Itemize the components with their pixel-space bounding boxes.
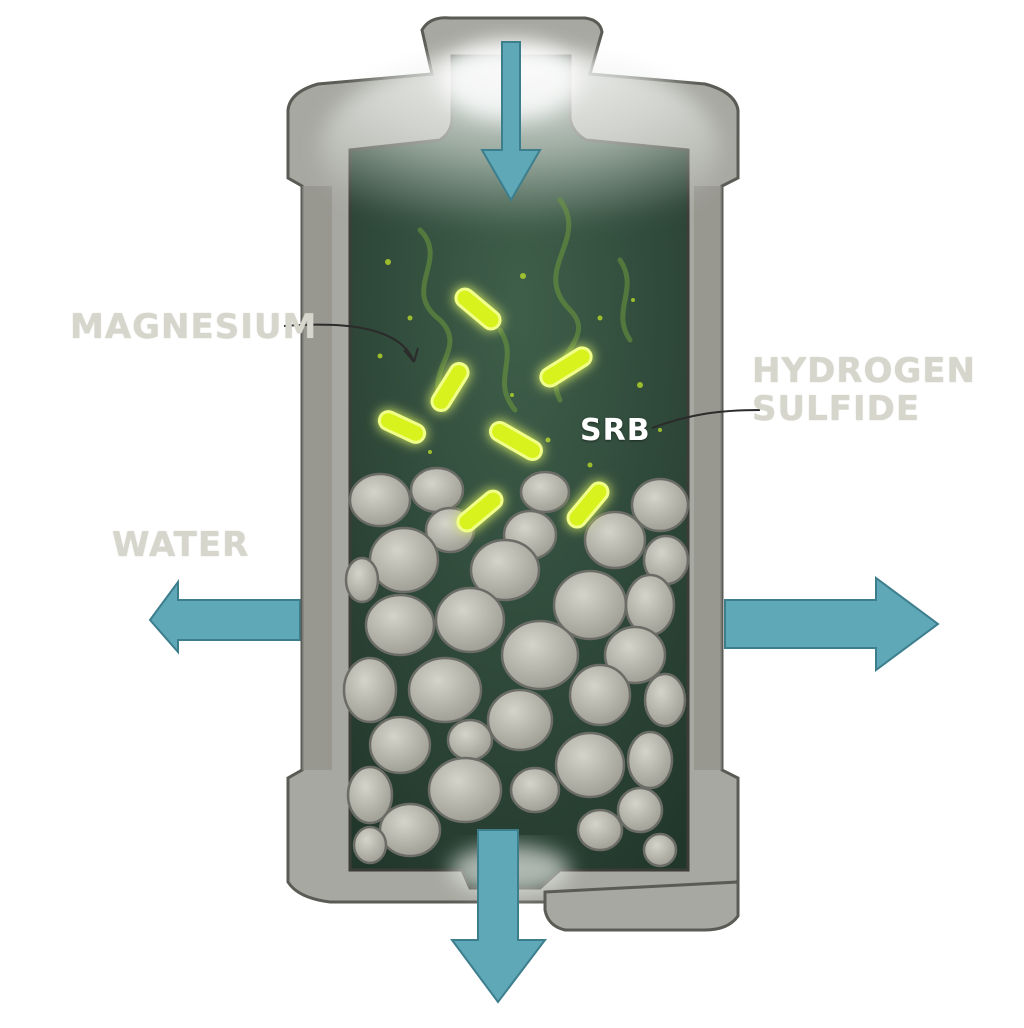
label-hydrogen-sulfide: HYDROGEN SULFIDE: [752, 351, 976, 430]
pebble-icon: [348, 472, 412, 528]
label-water: WATER: [112, 525, 250, 565]
water-arrow-right-icon: [724, 576, 940, 672]
outlet-arrow-down-icon: [450, 829, 548, 1004]
hydrogen-sulfide-leader-line: [651, 409, 761, 429]
magnesium-leader-line: [283, 323, 415, 363]
bacterium-icon: [454, 287, 502, 331]
inlet-arrow-down-icon: [480, 41, 542, 202]
pebble-bed: [342, 466, 690, 868]
sulfate-reducing-bacteria: [377, 287, 610, 533]
water-arrow-left-icon: [148, 578, 301, 655]
bacteria-specks: [377, 259, 662, 468]
label-srb: SRB: [580, 413, 651, 448]
label-magnesium: MAGNESIUM: [70, 307, 318, 347]
bottom-flange: [543, 880, 740, 932]
